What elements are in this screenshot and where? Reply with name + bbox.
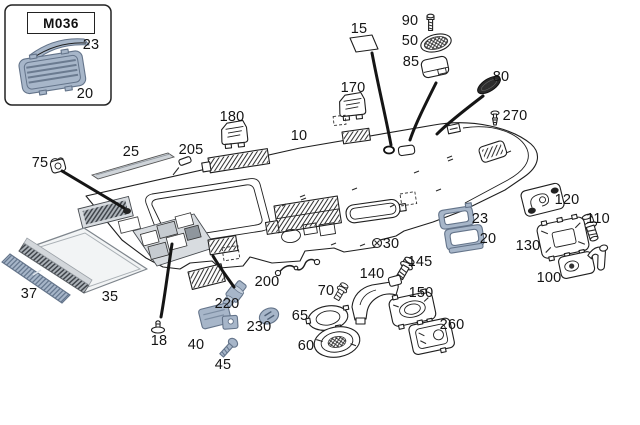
pad-80-part — [477, 75, 501, 95]
lamp-260-part — [408, 317, 455, 355]
clip-18-part — [150, 320, 166, 334]
dome-lamp-opening — [345, 198, 407, 224]
bracket-100-part — [558, 244, 609, 279]
callout-pad-15[interactable]: 15 — [350, 20, 368, 37]
corrugated-block-center — [264, 195, 342, 235]
callout-harness-200[interactable]: 200 — [254, 273, 280, 290]
callout-retainer-130[interactable]: 130 — [515, 237, 541, 254]
callout-clip-205[interactable]: 205 — [178, 141, 204, 158]
panel-clip-top-right — [446, 122, 461, 135]
callout-clip-18[interactable]: 18 — [150, 332, 168, 349]
cap-230-part — [258, 307, 280, 325]
callout-molding-25[interactable]: 25 — [122, 143, 140, 160]
panel-lamp-bracket-right — [478, 140, 508, 163]
frame-20-part — [444, 224, 485, 254]
sunroof-opening — [145, 178, 271, 246]
screw-70-part — [333, 282, 349, 302]
callout-module-40[interactable]: 40 — [187, 336, 205, 353]
ribbed-block-lower — [207, 235, 239, 256]
latch-plate-120-part — [520, 182, 565, 217]
callout-sensor-220[interactable]: 220 — [214, 295, 240, 312]
mount-tick-marks — [281, 150, 512, 247]
callout-panel-35[interactable]: 35 — [101, 288, 119, 305]
callout-bracket-170[interactable]: 170 — [340, 79, 366, 96]
callout-strip-37[interactable]: 37 — [20, 285, 38, 302]
overhead-console — [123, 208, 217, 267]
retainer-130-part — [536, 213, 590, 262]
bolt-110-part — [581, 213, 599, 242]
clip-75-part — [49, 157, 67, 174]
inset-grille-part — [18, 48, 87, 96]
callout-lens-85[interactable]: 85 — [402, 53, 420, 70]
rail-strip-37 — [1, 253, 71, 304]
sunshade-panel-35 — [18, 227, 148, 294]
callout-frame-23[interactable]: 23 — [471, 210, 489, 227]
leader-lines — [60, 51, 485, 319]
callout-inset-trim-strip[interactable]: 23 — [82, 36, 100, 53]
lamp-150-part — [388, 288, 437, 330]
pad-15-part — [349, 34, 379, 53]
callout-frame-20[interactable]: 20 — [479, 230, 497, 247]
callout-screw-145[interactable]: 145 — [407, 253, 433, 270]
callout-bracket-180[interactable]: 180 — [219, 108, 245, 125]
washer-30-part — [371, 237, 383, 249]
frame-23-part — [438, 202, 475, 230]
callout-headliner-10[interactable]: 10 — [290, 127, 308, 144]
headliner-panel — [77, 122, 538, 291]
callout-clip-75[interactable]: 75 — [31, 154, 49, 171]
callout-speaker-60[interactable]: 60 — [297, 337, 315, 354]
callout-lamp-260[interactable]: 260 — [439, 316, 465, 333]
callout-bolt-110[interactable]: 110 — [586, 210, 610, 227]
corrugated-strip-top — [201, 148, 271, 174]
speaker-60-part — [313, 326, 361, 358]
harness-200-part — [274, 258, 321, 277]
ribbed-connector-top — [341, 127, 371, 145]
callout-washer-30[interactable]: 30 — [382, 235, 400, 252]
clip-270-part — [490, 110, 500, 126]
callout-inset-grille[interactable]: 20 — [76, 85, 94, 102]
callout-bracket-140[interactable]: 140 — [359, 265, 385, 282]
clip-205-part — [172, 156, 192, 176]
callout-grille-50[interactable]: 50 — [401, 32, 419, 49]
callout-pad-80[interactable]: 80 — [492, 68, 510, 85]
module-40-part — [198, 302, 239, 330]
callout-ring-65[interactable]: 65 — [291, 307, 309, 324]
molding-25 — [90, 152, 176, 180]
callout-screw-90[interactable]: 90 — [401, 12, 419, 29]
callout-cap-230[interactable]: 230 — [246, 318, 272, 335]
callout-screw-45[interactable]: 45 — [214, 356, 232, 373]
lens-85-part — [420, 55, 450, 79]
callout-lamp-150[interactable]: 150 — [408, 284, 434, 301]
grille-50-part — [420, 33, 452, 53]
diagram-code-plate: M036 — [27, 12, 95, 34]
diagram-code: M036 — [43, 15, 79, 31]
callout-latch-plate-120[interactable]: 120 — [554, 191, 580, 208]
bracket-170-part — [332, 91, 367, 126]
callout-clip-270[interactable]: 270 — [502, 107, 528, 124]
callout-bracket-100[interactable]: 100 — [536, 269, 562, 286]
sensor-220-part — [222, 280, 247, 308]
screw-90-part — [426, 13, 435, 32]
screw-45-part — [219, 337, 239, 358]
callout-screw-70[interactable]: 70 — [317, 282, 335, 299]
bracket-180-part — [221, 119, 249, 149]
